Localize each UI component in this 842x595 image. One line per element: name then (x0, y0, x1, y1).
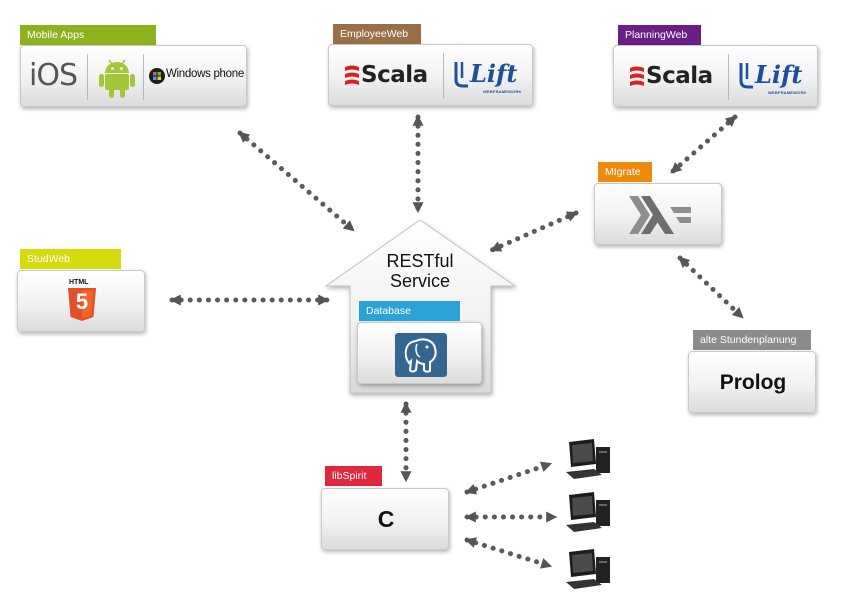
computer-icon (566, 549, 610, 589)
lift-logo-icon (739, 63, 753, 89)
lift-label: Lift (755, 60, 803, 89)
scala-label: Scala (646, 63, 713, 89)
separator (143, 54, 144, 100)
studweb-node[interactable]: HTML 5 (17, 270, 145, 332)
prolog-label: Prolog (719, 371, 787, 394)
separator (87, 54, 88, 100)
html5-number: 5 (75, 289, 89, 314)
html-label: HTML (69, 279, 89, 286)
planningweb-node[interactable]: Scala Lift WEBFRAMEWORK (613, 45, 818, 107)
computer-icon (566, 439, 610, 479)
link-migrate-prolog (677, 255, 745, 320)
separator (728, 54, 729, 100)
restful-title-line1: RESTful (386, 251, 454, 271)
employeeweb-node[interactable]: Scala Lift WEBFRAMEWORK (328, 44, 533, 106)
postgresql-elephant-icon (395, 333, 447, 377)
html5-shield-icon (68, 288, 96, 321)
planningweb-tag: PlanningWeb (618, 25, 701, 45)
prolog-tag: alte Stundenplanung (693, 330, 811, 350)
scala-logo-icon (345, 65, 359, 85)
lift-subtitle: WEBFRAMEWORK (483, 89, 522, 94)
separator (443, 53, 444, 99)
lift-logo-icon (454, 62, 468, 88)
lift-subtitle: WEBFRAMEWORK (768, 90, 807, 95)
lift-label: Lift (470, 59, 518, 88)
database-tag: Database (359, 301, 460, 321)
database-node[interactable] (357, 322, 482, 384)
computer-icon (566, 492, 610, 532)
libspirit-node[interactable]: C (321, 488, 449, 550)
android-robot-icon (99, 59, 135, 98)
windows-phone-label: Windows phone (166, 68, 244, 80)
ios-logo-icon: iOS (29, 58, 78, 93)
restful-title-line2: Service (389, 271, 451, 291)
windows-flag-icon (149, 68, 165, 84)
link-libspirit-computer-3 (464, 537, 553, 569)
libspirit-tag: libSpirit (325, 466, 382, 486)
mobile-apps-node[interactable]: iOS Windows phone (20, 45, 247, 107)
link-migrate-restful (489, 210, 579, 253)
prolog-node[interactable]: Prolog (688, 351, 816, 413)
employeeweb-tag: EmployeeWeb (333, 24, 421, 44)
migrate-tag: MIgrate (598, 162, 652, 182)
migrate-node[interactable] (594, 183, 722, 245)
mobile-apps-tag: Mobile Apps (20, 25, 156, 45)
studweb-tag: StudWeb (20, 249, 121, 269)
link-mobile-restful (237, 130, 356, 233)
haskell-logo-icon (629, 196, 691, 234)
scala-label: Scala (361, 62, 428, 88)
c-label: C (377, 506, 395, 532)
link-libspirit-computer-1 (464, 461, 553, 495)
scala-logo-icon (630, 66, 644, 86)
link-planningweb-migrate (669, 114, 738, 175)
